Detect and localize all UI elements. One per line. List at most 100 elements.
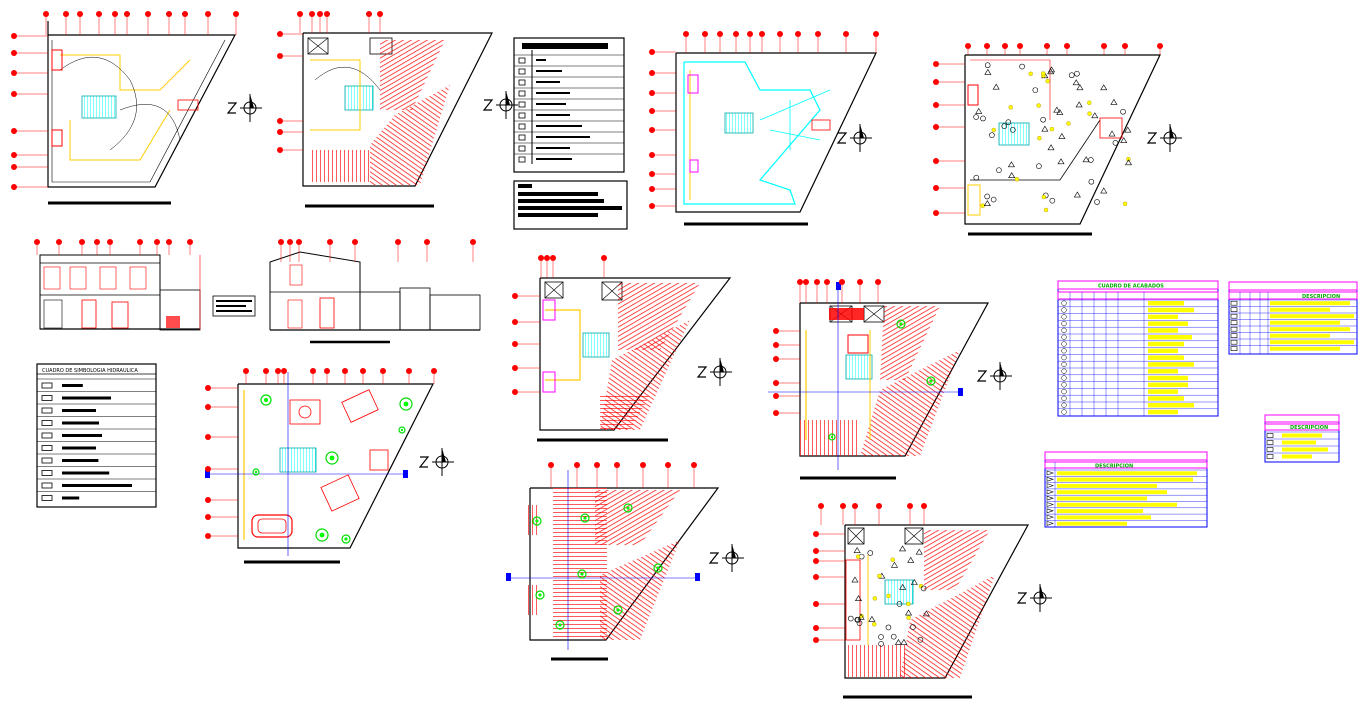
- grid-bubble-icon: [327, 239, 333, 245]
- grid-bubble-icon: [360, 368, 366, 374]
- grid-bubble-icon: [145, 11, 151, 17]
- grid-bubbles-plan-9: [813, 503, 927, 643]
- acabados-title: CUADRO DE ACABADOS: [1098, 284, 1164, 290]
- grid-bubbles-elevation-1: [34, 239, 193, 255]
- grid-bubble-icon: [649, 49, 655, 55]
- grid-bubble-icon: [1101, 43, 1107, 49]
- grid-bubble-icon: [1064, 43, 1070, 49]
- grid-bubble-icon: [205, 434, 211, 440]
- grid-bubble-icon: [933, 124, 939, 130]
- table-descripcion-small: DESCRIPCION: [1264, 414, 1340, 463]
- plan-roof-upper: [302, 32, 493, 208]
- grid-bubble-icon: [773, 328, 779, 334]
- plan-lighting-symbols: [964, 54, 1161, 236]
- descripcion-small-title: DESCRIPCION: [1290, 425, 1328, 431]
- grid-bubble-icon: [277, 53, 283, 59]
- grid-bubble-icon: [406, 368, 412, 374]
- grid-bubble-icon: [733, 31, 739, 37]
- table-descripcion-bottom: DESCRIPCION: [1044, 451, 1208, 528]
- grid-bubble-icon: [876, 503, 882, 509]
- grid-bubble-icon: [813, 548, 819, 554]
- grid-bubble-icon: [11, 91, 17, 97]
- grid-bubble-icon: [601, 255, 607, 261]
- grid-bubble-icon: [366, 11, 372, 17]
- grid-bubble-icon: [309, 11, 315, 17]
- grid-bubble-icon: [352, 239, 358, 245]
- grid-bubble-icon: [933, 102, 939, 108]
- grid-bubble-icon: [649, 203, 655, 209]
- grid-bubble-icon: [933, 61, 939, 67]
- grid-bubble-icon: [124, 11, 130, 17]
- grid-bubble-icon: [107, 239, 113, 245]
- grid-bubble-icon: [538, 255, 544, 261]
- grid-bubble-icon: [11, 164, 17, 170]
- grid-bubble-icon: [296, 239, 302, 245]
- grid-bubble-icon: [1017, 43, 1023, 49]
- grid-bubble-icon: [56, 239, 62, 245]
- grid-bubble-icon: [813, 625, 819, 631]
- plan-lighting-upper: [843, 524, 1030, 699]
- grid-bubbles-plan-8: [548, 462, 697, 488]
- grid-bubble-icon: [702, 31, 708, 37]
- grid-bubble-icon: [94, 239, 100, 245]
- grid-bubble-icon: [594, 462, 600, 468]
- grid-bubble-icon: [550, 255, 556, 261]
- descripcion-bottom-title: DESCRIPCION: [1095, 464, 1133, 470]
- grid-bubble-icon: [773, 342, 779, 348]
- plan-second-floor: [768, 282, 990, 480]
- grid-bubbles-plan-4: [933, 43, 1163, 216]
- grid-bubbles-elevation-2: [278, 239, 476, 262]
- grid-bubble-icon: [691, 462, 697, 468]
- grid-bubble-icon: [154, 239, 160, 245]
- plan-roof-lower: [506, 470, 720, 661]
- grid-bubble-icon: [795, 31, 801, 37]
- grid-bubble-icon: [773, 393, 779, 399]
- grid-bubble-icon: [395, 239, 401, 245]
- grid-bubble-icon: [544, 255, 550, 261]
- grid-bubble-icon: [852, 503, 858, 509]
- north-arrow-icon: [226, 91, 1182, 612]
- grid-bubbles-plan-6: [512, 255, 607, 395]
- plan-first-floor: [537, 277, 732, 442]
- grid-bubble-icon: [166, 11, 172, 17]
- grid-bubble-icon: [813, 601, 819, 607]
- grid-bubble-icon: [759, 31, 765, 37]
- grid-bubbles-plan-3: [649, 31, 879, 209]
- grid-bubble-icon: [377, 11, 383, 17]
- grid-bubble-icon: [1157, 43, 1163, 49]
- grid-bubble-icon: [813, 574, 819, 580]
- grid-bubble-icon: [205, 533, 211, 539]
- grid-bubble-icon: [747, 31, 753, 37]
- grid-bubble-icon: [166, 239, 172, 245]
- grid-bubble-icon: [11, 128, 17, 134]
- grid-bubble-icon: [34, 239, 40, 245]
- grid-bubble-icon: [275, 368, 281, 374]
- grid-bubble-icon: [815, 31, 821, 37]
- descripcion-right-title: DESCRIPCION: [1302, 294, 1340, 300]
- grid-bubble-icon: [875, 279, 881, 285]
- grid-bubble-icon: [317, 11, 323, 17]
- grid-bubble-icon: [548, 462, 554, 468]
- grid-bubble-icon: [512, 319, 518, 325]
- grid-bubble-icon: [324, 11, 330, 17]
- grid-bubble-icon: [649, 127, 655, 133]
- grid-bubble-icon: [1002, 43, 1008, 49]
- grid-bubble-icon: [11, 33, 17, 39]
- grid-bubble-icon: [873, 31, 879, 37]
- grid-bubble-icon: [649, 70, 655, 76]
- grid-bubble-icon: [277, 118, 283, 124]
- grid-bubble-icon: [431, 368, 437, 374]
- grid-bubbles-plan-1: [11, 11, 239, 190]
- grid-bubble-icon: [182, 11, 188, 17]
- grid-bubble-icon: [205, 385, 211, 391]
- grid-bubble-icon: [649, 171, 655, 177]
- grid-bubble-icon: [287, 239, 293, 245]
- grid-bubble-icon: [324, 368, 330, 374]
- grid-bubble-icon: [907, 503, 913, 509]
- elevation-section: [212, 251, 481, 344]
- grid-bubble-icon: [965, 43, 971, 49]
- grid-bubble-icon: [512, 341, 518, 347]
- table-descripcion-right: DESCRIPCION: [1228, 281, 1358, 355]
- grid-bubble-icon: [813, 531, 819, 537]
